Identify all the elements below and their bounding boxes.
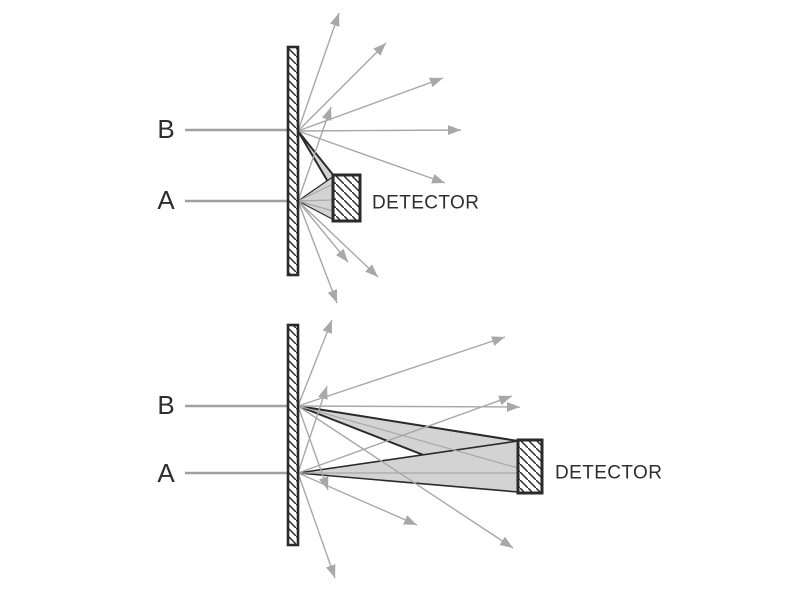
scattered-ray-arrow-b [297, 42, 387, 132]
detector-box [331, 173, 362, 223]
source-a-label-top: A [157, 185, 175, 215]
scattered-ray-arrow-a [297, 106, 332, 202]
detector-label-bottom: DETECTOR [555, 462, 663, 484]
scattered-ray-arrow-b [297, 130, 446, 184]
scattered-ray-arrow-b [297, 336, 506, 407]
scattered-ray-arrow-a [297, 395, 513, 474]
source-a-label-bottom: A [157, 458, 175, 488]
cone-inner-ray [297, 199, 334, 202]
source-b-label-bottom: B [157, 390, 175, 420]
source-b-label-top: B [157, 114, 175, 144]
barrier-slit-plate [286, 45, 300, 277]
scattered-ray-arrow-b [297, 405, 514, 549]
scattered-ray-arrow-b [297, 319, 333, 407]
detector-label-top: DETECTOR [372, 192, 480, 214]
scattered-ray-arrow-a [297, 200, 338, 304]
scattered-ray-arrow-a [297, 472, 336, 579]
panel-near-detector [185, 12, 462, 304]
panel-far-detector [185, 319, 544, 579]
scattered-ray-arrow-a [297, 200, 349, 263]
cone-inner-ray [297, 405, 519, 469]
scattered-ray-arrow-b [297, 401, 521, 412]
scattered-ray-arrow-a [297, 385, 328, 474]
scattered-ray-arrow-b [297, 125, 462, 136]
scattered-ray-arrow-b [297, 405, 329, 491]
cone-inner-ray [297, 183, 334, 202]
scattered-ray-arrow-b [297, 12, 340, 132]
scattered-ray-arrow-b [297, 77, 444, 132]
cone-inner-ray [297, 200, 334, 212]
barrier-slit-plate [286, 323, 300, 547]
scattered-ray-arrow-a [297, 200, 379, 278]
scattered-ray-arrow-a [297, 472, 418, 526]
detector-box [516, 438, 544, 495]
